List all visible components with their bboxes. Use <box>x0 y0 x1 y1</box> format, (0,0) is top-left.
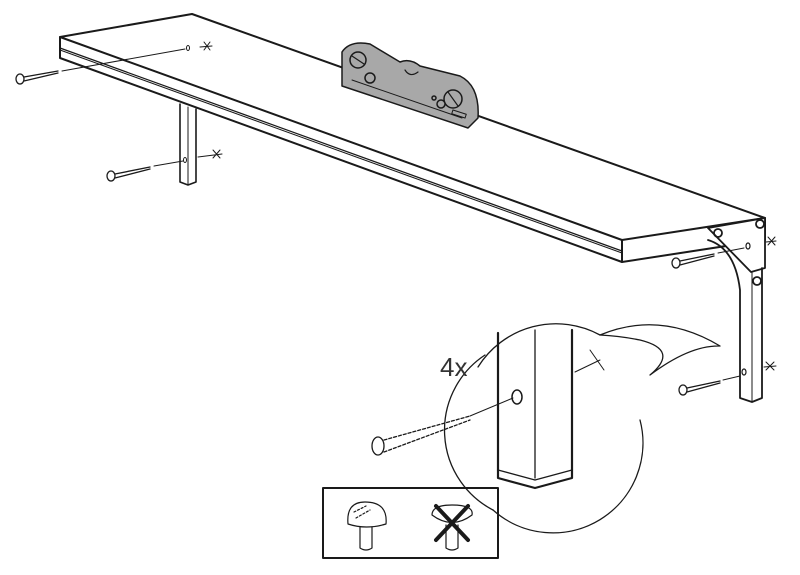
detail-callout <box>443 323 721 534</box>
screw-mid-left <box>106 149 223 182</box>
incorrect-screw-head-icon <box>431 504 473 551</box>
screw-right-bracket <box>671 236 777 269</box>
right-bracket <box>707 217 766 403</box>
spirit-level <box>341 42 479 129</box>
detail-leg <box>496 328 605 490</box>
detail-screw <box>371 397 514 456</box>
screw-guide-box <box>322 487 499 559</box>
left-leg <box>179 103 197 186</box>
shelf-board <box>59 13 766 263</box>
quantity-label: 4x <box>440 352 468 382</box>
correct-screw-head-icon <box>347 501 387 551</box>
screw-right-leg <box>678 361 777 396</box>
screw-top-left <box>15 41 213 85</box>
